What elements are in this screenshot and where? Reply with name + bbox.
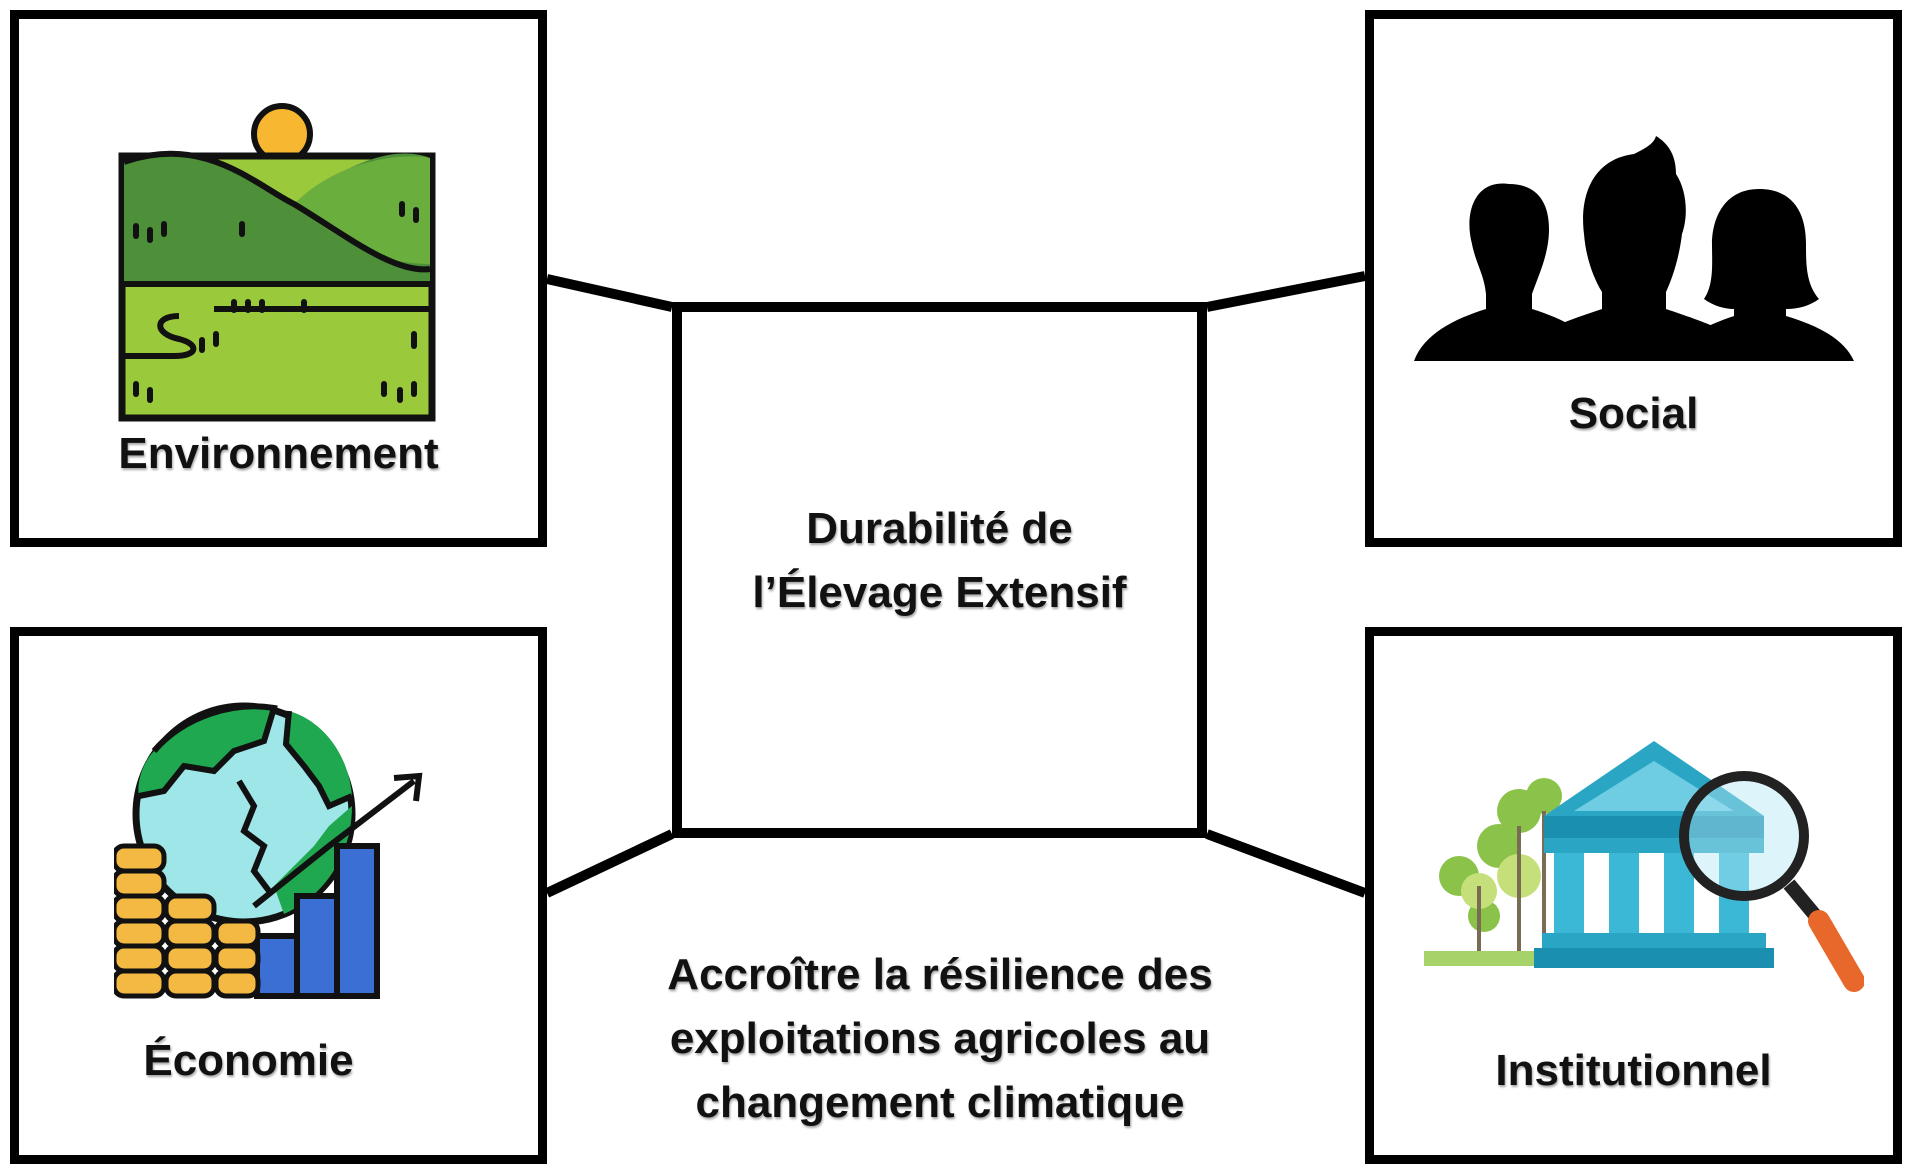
environment-label: Environnement [118, 429, 439, 478]
connector-social [1206, 271, 1366, 312]
economy-label: Économie [143, 1036, 354, 1085]
connector-institutional [1205, 829, 1367, 898]
connector-environment [545, 274, 674, 312]
central-title-line-2: l’Élevage Extensif [752, 568, 1127, 617]
institutional-box: Institutionnel [1365, 627, 1902, 1164]
institution-magnifier-icon [1424, 741, 1864, 992]
environment-box: Environnement [10, 10, 547, 547]
economy-box: Économie [10, 627, 547, 1164]
globe-coins-growth-icon [114, 702, 423, 999]
connector-economy [544, 829, 675, 898]
central-title-line-1: Durabilité de [806, 504, 1073, 553]
social-box: Social [1365, 10, 1902, 547]
goal-caption: Accroître la résilience des exploitation… [580, 943, 1300, 1135]
central-concept-title: Durabilité de l’Élevage Extensif [682, 497, 1197, 625]
landscape-icon [118, 103, 436, 422]
people-group-icon [1414, 136, 1854, 361]
institutional-label: Institutionnel [1495, 1046, 1772, 1095]
central-concept-box: Durabilité de l’Élevage Extensif [672, 302, 1207, 838]
social-label: Social [1568, 389, 1699, 438]
caption-line-3: changement climatique [695, 1078, 1185, 1127]
caption-line-1: Accroître la résilience des [667, 950, 1213, 999]
caption-line-2: exploitations agricoles au [669, 1014, 1211, 1063]
